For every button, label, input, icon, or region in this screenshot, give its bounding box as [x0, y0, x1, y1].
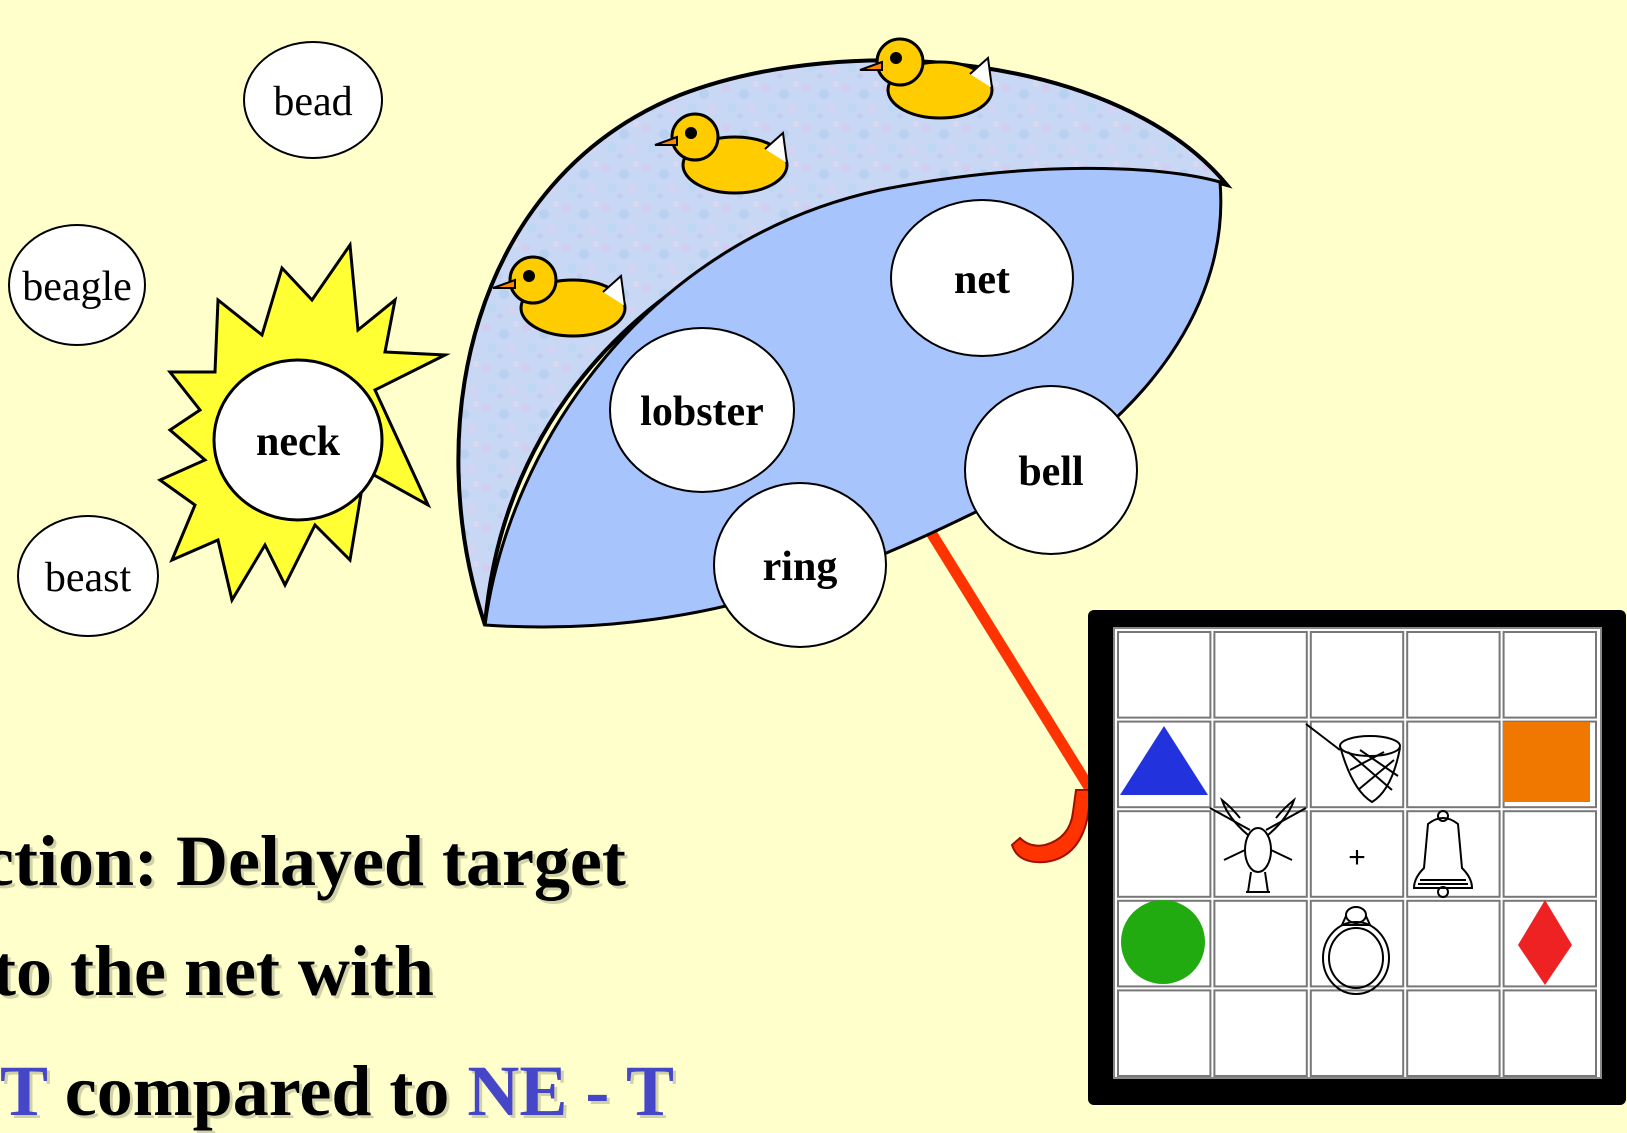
sun-burst: neck: [156, 240, 451, 604]
word-neck: neck: [256, 419, 341, 465]
grid-cell: [1406, 720, 1501, 809]
grid-cell: [1309, 631, 1405, 719]
headline-t: T: [0, 1051, 47, 1131]
circle-icon: [1121, 900, 1205, 984]
bell-picture: [1412, 810, 1474, 898]
grid-cell: [1213, 810, 1308, 898]
grid-cell: [1502, 989, 1597, 1078]
grid-cell: [1309, 810, 1405, 898]
headline-compared: compared to: [46, 1051, 468, 1131]
word-bubble-bead: bead: [243, 41, 383, 159]
grid-cell: [1213, 899, 1308, 988]
word-bubble-net: net: [890, 199, 1074, 357]
word-beast: beast: [45, 555, 132, 601]
headline-ne-t: NE - T: [467, 1051, 675, 1131]
grid-cell: [1213, 720, 1308, 809]
word-bubble-beagle: beagle: [8, 224, 146, 346]
headline-line-2: ts to the net with: [0, 931, 434, 1011]
diamond-icon: [1518, 900, 1572, 985]
grid-cell: [1213, 989, 1308, 1078]
grid-cell: [1309, 989, 1405, 1078]
duck-bottom: [492, 255, 627, 338]
word-bell: bell: [1018, 449, 1083, 495]
ring-picture: [1322, 906, 1390, 995]
visual-world-display: +: [1088, 610, 1626, 1105]
grid-cell: [1117, 989, 1212, 1078]
word-bubble-bell: bell: [964, 385, 1138, 555]
word-lobster: lobster: [640, 389, 764, 435]
word-beagle: beagle: [22, 264, 132, 310]
grid-cell: [1502, 631, 1597, 719]
word-net: net: [954, 257, 1010, 303]
word-ring: ring: [763, 544, 838, 590]
square-icon: [1503, 722, 1590, 802]
grid-cell: [1406, 989, 1501, 1078]
headline-line-3: T compared to NE - T: [0, 1050, 674, 1133]
lobster-picture: [1209, 797, 1307, 893]
grid-cell: [1406, 810, 1501, 898]
grid-cell: [1117, 631, 1212, 719]
word-bubble-ring: ring: [713, 482, 887, 648]
grid-cell: [1406, 899, 1501, 988]
grid-cell: [1117, 810, 1212, 898]
duck-top: [859, 37, 994, 120]
word-bubble-lobster: lobster: [609, 327, 795, 493]
duck-middle: [654, 112, 789, 195]
net-picture: [1305, 723, 1401, 804]
fixation-cross: +: [1348, 841, 1366, 874]
word-bead: bead: [273, 79, 352, 125]
headline-line-1: diction: Delayed target: [0, 821, 626, 901]
word-bubble-beast: beast: [17, 515, 159, 637]
grid-cell: [1406, 631, 1501, 719]
grid-cell: [1502, 810, 1597, 898]
grid-cell: [1213, 631, 1308, 719]
triangle-icon: [1120, 726, 1208, 795]
